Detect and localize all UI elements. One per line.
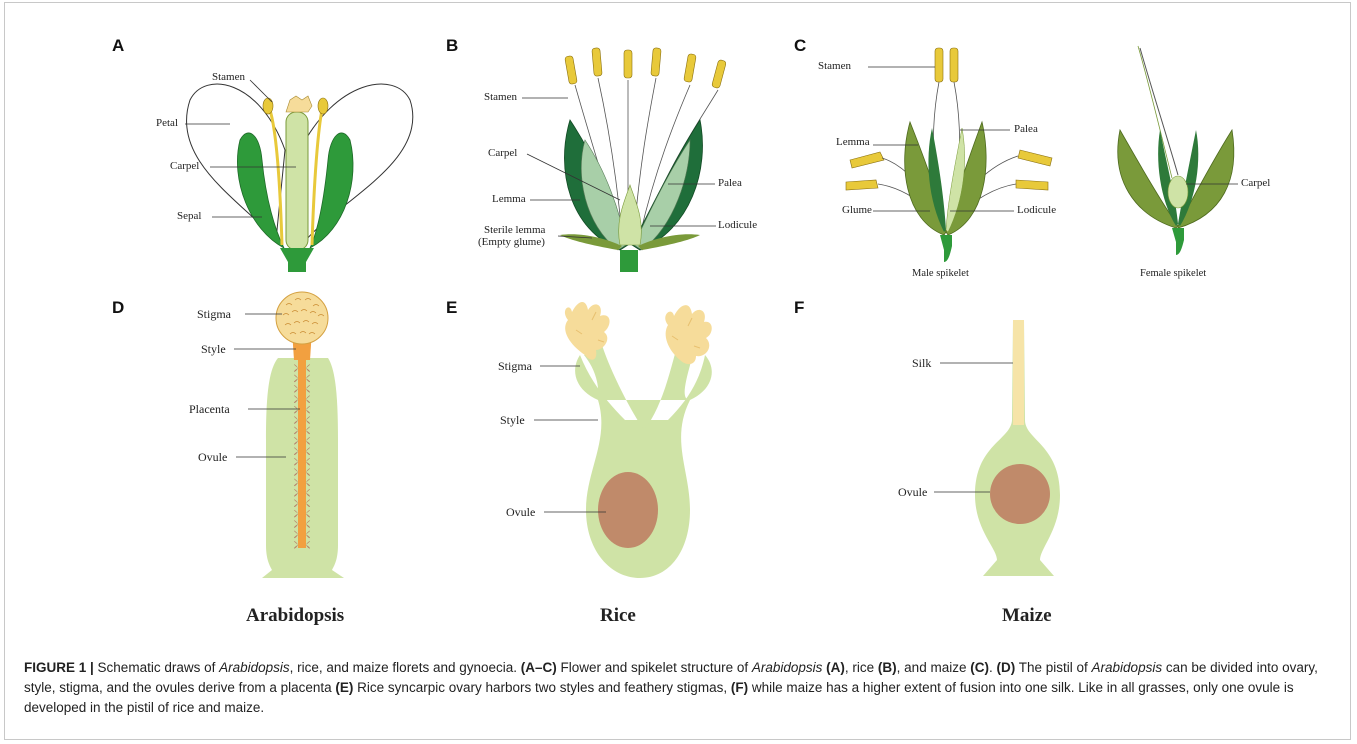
caption-bold: (A) (822, 660, 845, 675)
caption-bold: (B) (878, 660, 897, 675)
caption-text: , rice, and maize florets and gynoecia. (290, 660, 521, 675)
caption-bold: (A–C) (521, 660, 557, 675)
species-rice: Rice (600, 605, 636, 627)
caption-bold: (F) (731, 680, 748, 695)
species-arabidopsis: Arabidopsis (246, 605, 344, 627)
label-f-ovule: Ovule (898, 485, 927, 500)
caption-bold: (C) (970, 660, 989, 675)
caption-bold: (D) (996, 660, 1015, 675)
caption-italic: Arabidopsis (752, 660, 823, 675)
caption-italic: Arabidopsis (219, 660, 290, 675)
caption-bold: (E) (335, 680, 353, 695)
caption-figure-label: FIGURE 1 | (24, 660, 94, 675)
caption-text: The pistil of (1015, 660, 1091, 675)
caption-italic: Arabidopsis (1092, 660, 1163, 675)
caption-text: , rice (845, 660, 878, 675)
caption-text: Flower and spikelet structure of (557, 660, 752, 675)
label-f-silk: Silk (912, 356, 931, 371)
species-maize: Maize (1002, 605, 1052, 627)
caption-text: Schematic draws of (94, 660, 219, 675)
caption-text: Rice syncarpic ovary harbors two styles … (353, 680, 730, 695)
figure-caption: FIGURE 1 | Schematic draws of Arabidopsi… (24, 658, 1334, 718)
caption-text: , and maize (897, 660, 971, 675)
